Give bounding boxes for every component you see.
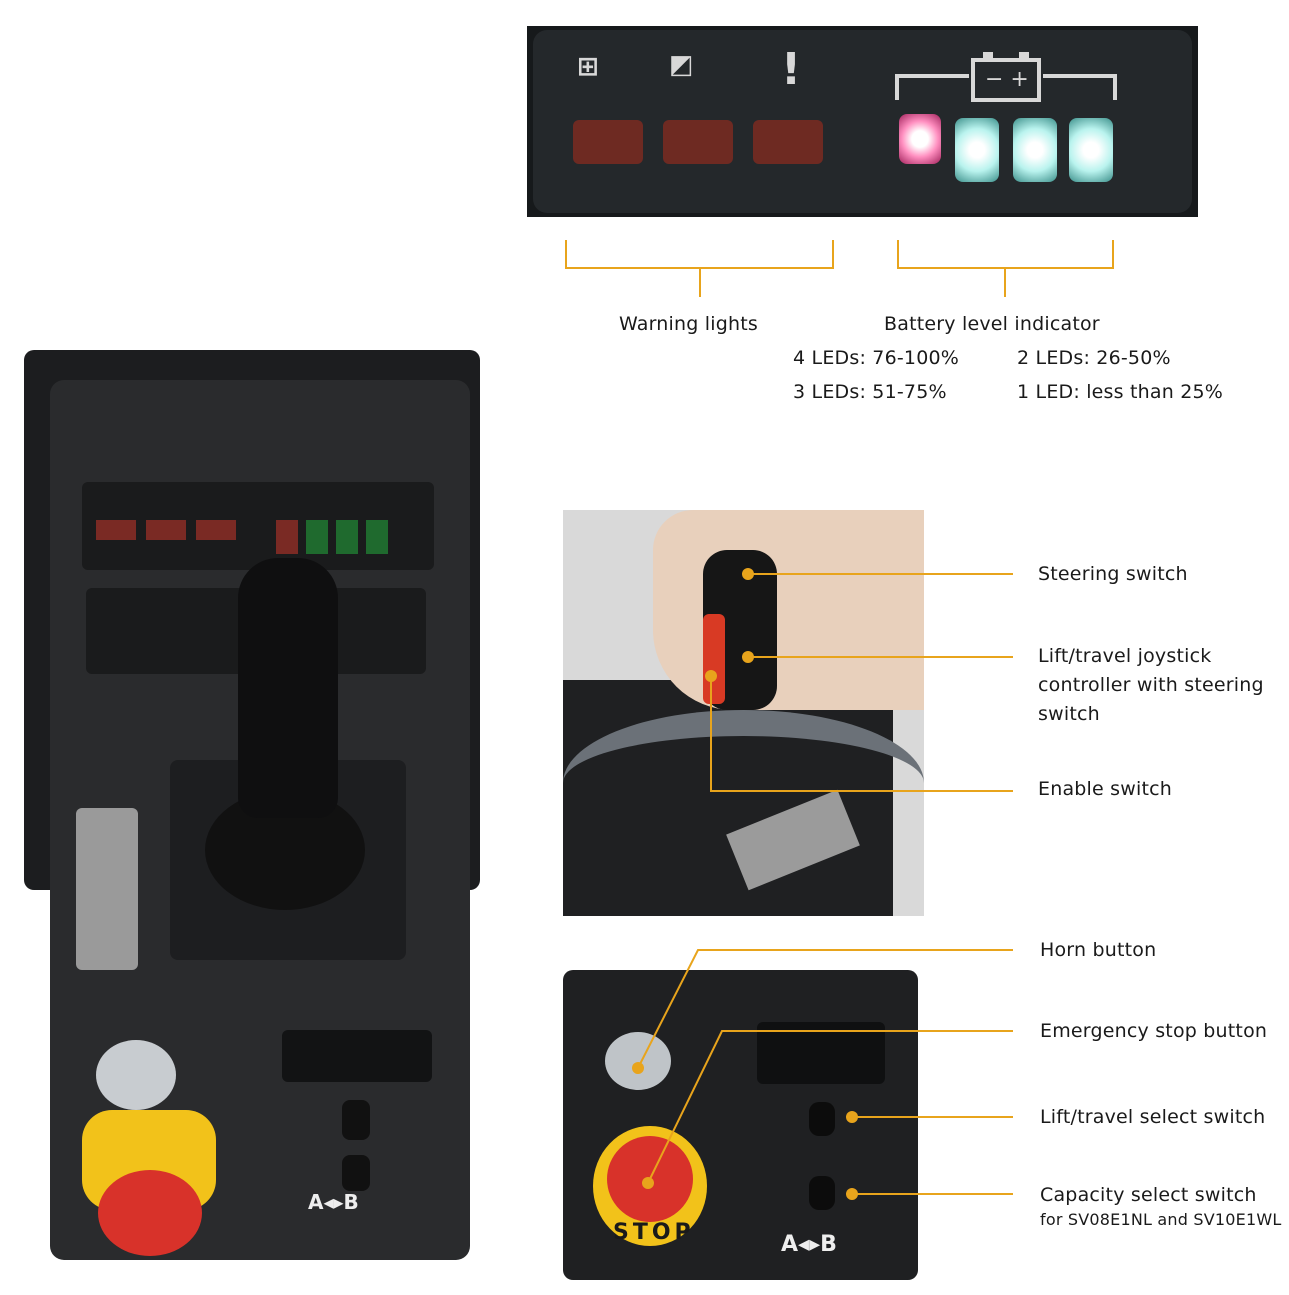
- svg-text:− +: − +: [985, 67, 1029, 92]
- warning-led-3: [753, 120, 823, 164]
- estop-line: [647, 1030, 1013, 1184]
- select-panel-closeup: [757, 1022, 885, 1084]
- horn-line: [637, 949, 1013, 1069]
- battery-level-label: Battery level indicator: [884, 313, 1100, 335]
- led2-label: 2 LEDs: 26-50%: [1017, 347, 1171, 369]
- enable-line: [710, 676, 1013, 792]
- battery-led-1: [899, 114, 941, 164]
- horn-button-closeup[interactable]: [605, 1032, 671, 1090]
- joystick-label-2: controller with steering: [1038, 674, 1264, 696]
- led3-label: 3 LEDs: 51-75%: [793, 381, 947, 403]
- emergency-stop-button[interactable]: [98, 1170, 202, 1256]
- lift-travel-select-label: Lift/travel select switch: [1040, 1106, 1266, 1128]
- switch-closeup-photo: STOP A◂▸B: [563, 970, 918, 1280]
- tilt-icon: ◩: [669, 50, 694, 80]
- warning-led-1: [573, 120, 643, 164]
- led4-label: 4 LEDs: 76-100%: [793, 347, 960, 369]
- joystick-handle[interactable]: [238, 558, 338, 818]
- capacity-switch-closeup[interactable]: [809, 1176, 835, 1210]
- direction-label: [76, 808, 138, 970]
- led-display-panel: ⊞ ◩ ! − +: [527, 26, 1198, 217]
- capacity-select-label: Capacity select switch: [1040, 1184, 1257, 1206]
- battery-led-4: [1069, 118, 1113, 182]
- warning-led-2: [663, 120, 733, 164]
- platform-lowering-icon: ⊞: [577, 52, 599, 82]
- capacity-select-switch[interactable]: [342, 1155, 370, 1191]
- warning-lights-label: Warning lights: [619, 313, 758, 335]
- steering-switch-label: Steering switch: [1038, 563, 1188, 585]
- console-led-panel: [82, 482, 434, 570]
- joystick-label-3: switch: [1038, 703, 1100, 725]
- enable-switch[interactable]: [703, 614, 725, 704]
- horn-button[interactable]: [96, 1040, 176, 1110]
- capacity-select-sublabel: for SV08E1NL and SV10E1WL: [1040, 1210, 1282, 1229]
- stop-label: STOP: [613, 1220, 695, 1245]
- ab-label-closeup: A◂▸B: [781, 1232, 837, 1257]
- lift-travel-select-switch[interactable]: [342, 1100, 370, 1140]
- lift-travel-switch-closeup[interactable]: [809, 1102, 835, 1136]
- battery-led-3: [1013, 118, 1057, 182]
- console-select-panel: [282, 1030, 432, 1082]
- joystick-label-1: Lift/travel joystick: [1038, 645, 1212, 667]
- battery-bracket: [897, 240, 1114, 297]
- estop-label: Emergency stop button: [1040, 1020, 1268, 1042]
- exclamation-icon: !: [781, 44, 802, 95]
- enable-switch-label: Enable switch: [1038, 778, 1173, 800]
- warning-bracket: [565, 240, 834, 297]
- horn-button-label: Horn button: [1040, 939, 1157, 961]
- battery-icon: − +: [895, 52, 1117, 102]
- ab-label: A◂▸B: [308, 1190, 359, 1214]
- hand: [653, 510, 924, 710]
- led1-label: 1 LED: less than 25%: [1017, 381, 1224, 403]
- battery-led-2: [955, 118, 999, 182]
